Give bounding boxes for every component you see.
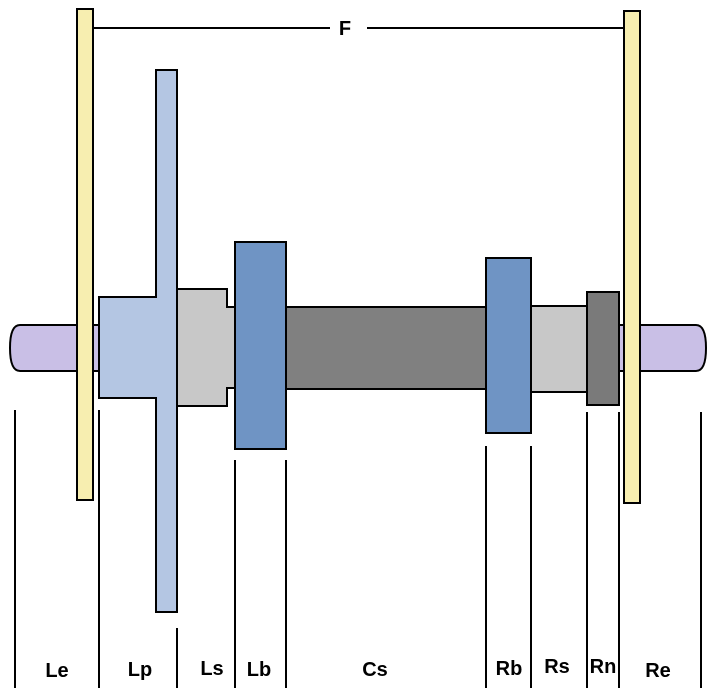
right-bearing: [485, 257, 532, 434]
section-label-cs: Cs: [362, 659, 388, 681]
left-spacer: [176, 288, 236, 407]
section-label-lb: Lb: [247, 659, 271, 681]
section-label-re: Re: [645, 660, 671, 682]
section-label-ls: Ls: [200, 658, 223, 680]
right-spacer: [530, 305, 589, 393]
dimension-label-f: F: [339, 18, 351, 40]
section-label-rs: Rs: [544, 656, 570, 678]
section-label-le: Le: [45, 660, 68, 682]
left-pulley: [98, 69, 178, 613]
center-shaft: [285, 306, 488, 390]
section-label-lp: Lp: [128, 659, 152, 681]
section-label-rn: Rn: [590, 656, 617, 678]
section-dividers: [14, 410, 702, 688]
left-axle-end: [8, 324, 111, 372]
left-flange: [76, 8, 94, 501]
right-flange: [623, 10, 641, 504]
right-nut: [586, 291, 620, 406]
section-label-rb: Rb: [496, 658, 523, 680]
left-bearing: [234, 241, 287, 450]
